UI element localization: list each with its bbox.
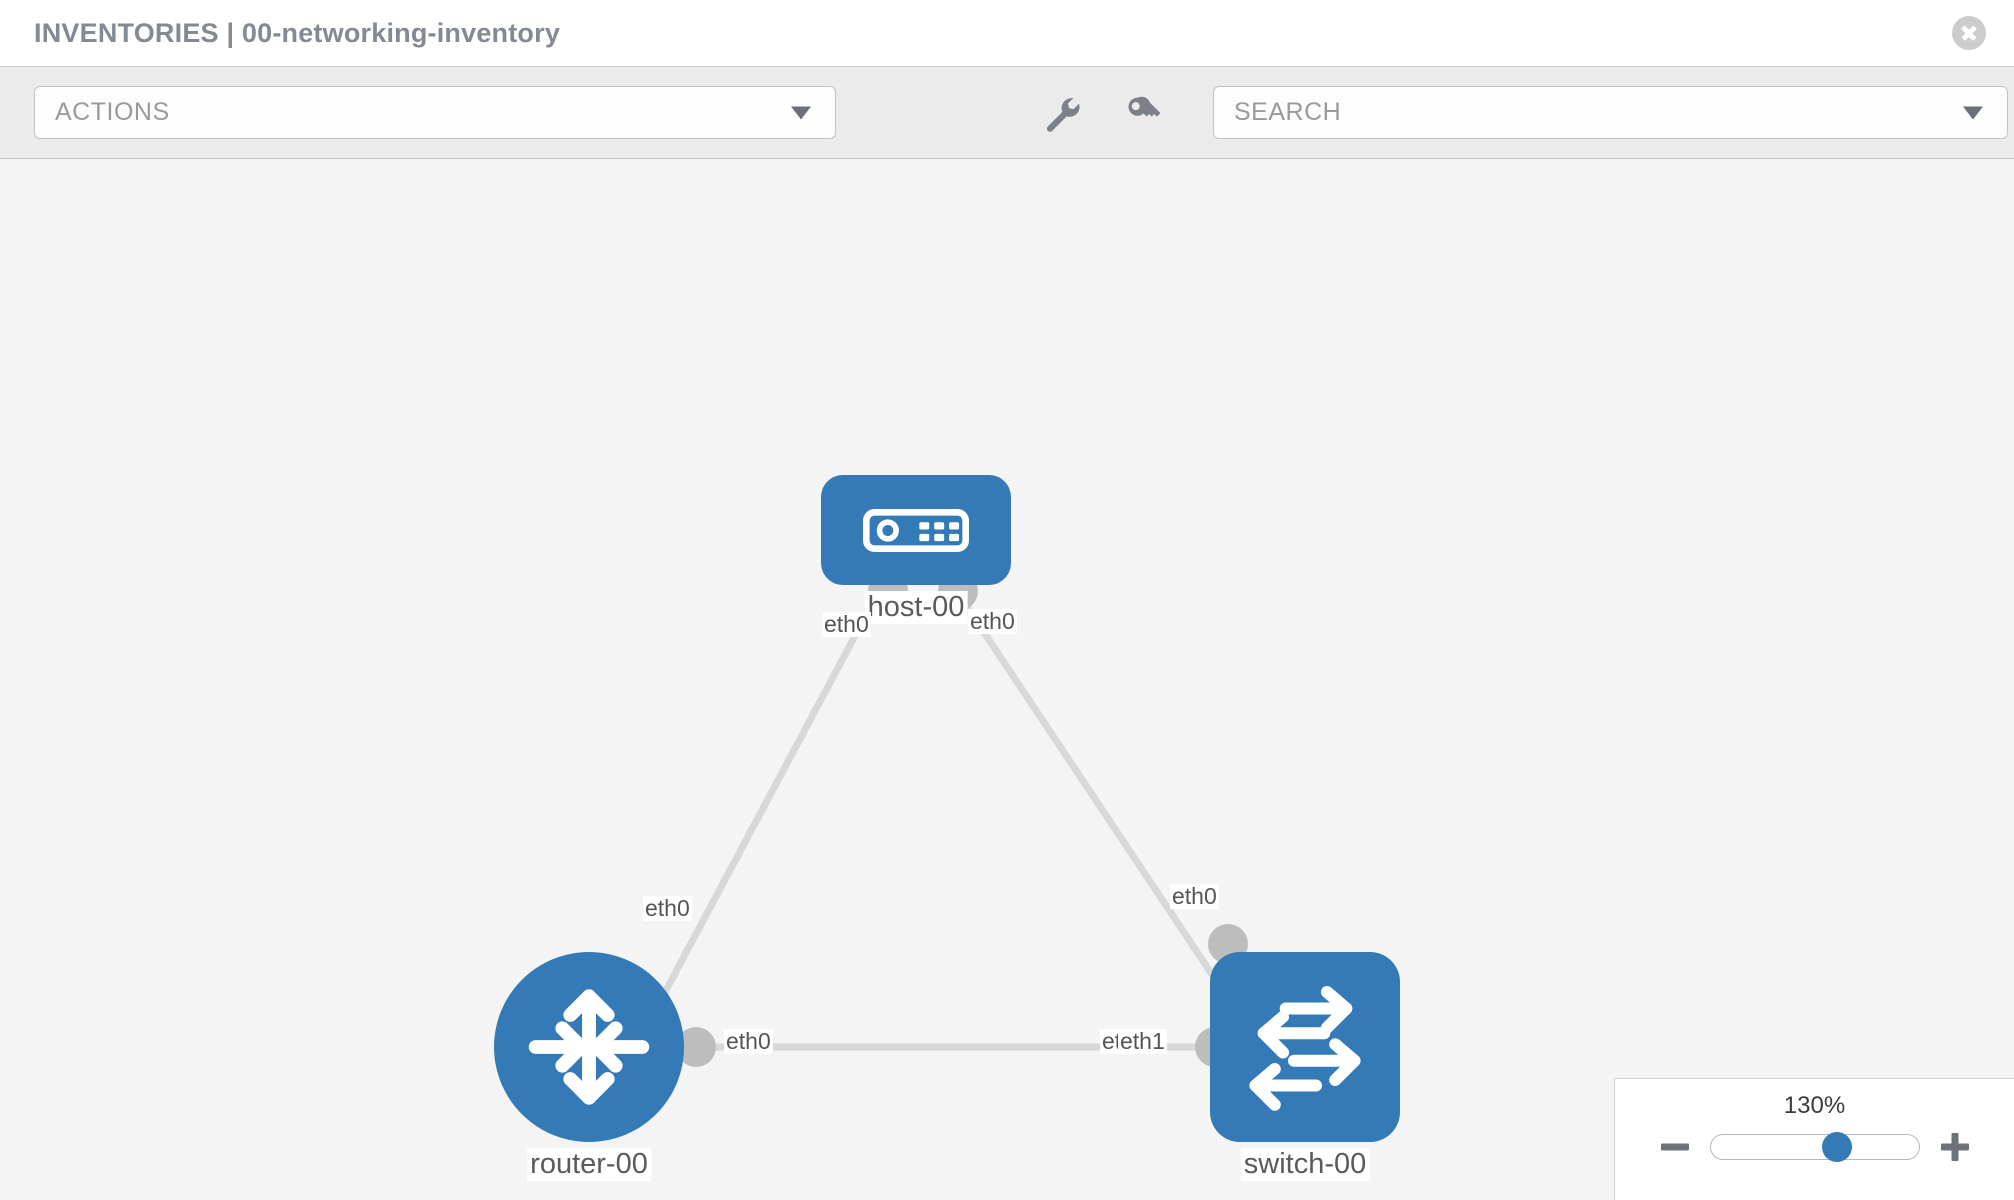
server-icon — [863, 508, 969, 552]
toolbar: ACTIONS SEARCH — [0, 66, 2014, 159]
interface-label: eth0 — [822, 611, 871, 638]
node-label-router-00: router-00 — [527, 1148, 651, 1182]
node-switch-00[interactable]: switch-00 — [1210, 952, 1400, 1182]
zoom-level-value: 130% — [1783, 1092, 1846, 1119]
zoom-out-icon[interactable] — [1658, 1130, 1692, 1164]
tool-icon-group — [1041, 92, 1165, 134]
edge-host-router — [636, 587, 884, 1041]
interface-label: eth0 — [968, 608, 1017, 635]
topology-canvas[interactable]: host-00 router-00 — [0, 159, 2014, 1200]
actions-dropdown[interactable]: ACTIONS — [34, 86, 836, 139]
wrench-icon[interactable] — [1041, 92, 1083, 134]
search-placeholder: SEARCH — [1234, 98, 1342, 126]
page-title: INVENTORIES | 00-networking-inventory — [34, 17, 561, 48]
node-label-switch-00: switch-00 — [1240, 1148, 1370, 1182]
key-icon[interactable] — [1123, 92, 1165, 134]
node-label-host-00: host-00 — [864, 591, 968, 625]
close-icon[interactable] — [1952, 16, 1986, 50]
node-router-00[interactable]: router-00 — [494, 952, 684, 1182]
interface-label: eth1 — [1118, 1028, 1167, 1055]
zoom-in-icon[interactable] — [1938, 1130, 1972, 1164]
router-node-shape — [494, 952, 684, 1142]
interface-label: eth0 — [1170, 883, 1219, 910]
host-node-shape — [821, 475, 1011, 585]
interface-label: eth0 — [724, 1028, 773, 1055]
title-bar: INVENTORIES | 00-networking-inventory — [0, 0, 2014, 66]
search-input[interactable]: SEARCH — [1213, 86, 2008, 139]
switch-node-shape — [1210, 952, 1400, 1142]
topology-edges — [636, 587, 1218, 1051]
chevron-down-icon — [791, 106, 811, 119]
zoom-slider-thumb[interactable] — [1822, 1132, 1853, 1162]
interface-label: eth0 — [643, 895, 692, 922]
actions-dropdown-label: ACTIONS — [55, 98, 170, 126]
node-host-00[interactable]: host-00 — [821, 475, 1011, 625]
zoom-control: 130% — [1614, 1078, 2014, 1200]
edge-host-switch — [952, 587, 1218, 981]
switch-arrows-icon — [1249, 985, 1361, 1111]
router-arrows-icon — [528, 989, 650, 1105]
chevron-down-icon — [1963, 106, 1983, 119]
zoom-slider-track[interactable] — [1709, 1132, 1920, 1162]
